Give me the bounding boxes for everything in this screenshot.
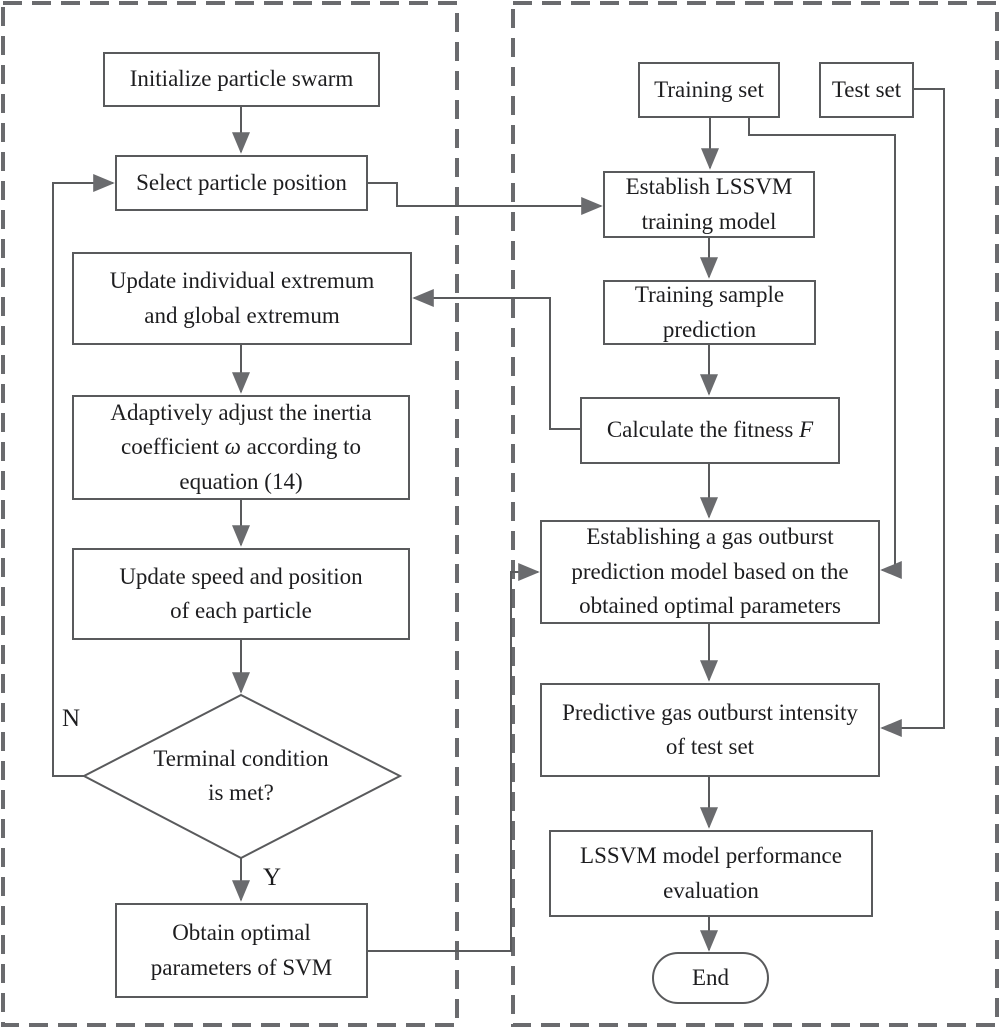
node-establish-lssvm-model: Establish LSSVM training model	[603, 171, 815, 238]
node-label-line: of each particle	[170, 598, 312, 623]
node-label-line: Terminal condition	[153, 745, 329, 771]
node-establishing-outburst-model: Establishing a gas outburst prediction m…	[540, 520, 880, 624]
node-obtain-optimal-parameters: Obtain optimal parameters of SVM	[115, 903, 368, 998]
node-label-line: is met?	[208, 780, 274, 805]
terminal-condition-diamond	[81, 693, 403, 860]
node-label: End	[691, 964, 730, 990]
node-label-line: prediction	[662, 316, 757, 342]
node-lssvm-performance-evaluation: LSSVM model performance evaluation	[549, 830, 873, 917]
branch-label-text: N	[62, 705, 81, 732]
connector-obtain-to-establishing	[368, 563, 540, 952]
node-label-line: Update speed and position	[119, 563, 363, 589]
node-label-line: Calculate the fitness F	[607, 413, 813, 448]
end-terminator-shape	[652, 952, 769, 1004]
node-label-line: obtained optimal parameters	[579, 593, 841, 619]
node-label: Training set	[654, 76, 764, 102]
node-update-speed-position: Update speed and position of each partic…	[72, 548, 410, 640]
lssvm-panel-dashed-border	[511, 1, 999, 1027]
node-label-line: LSSVM model performance	[580, 843, 842, 868]
branch-label-text: Y	[263, 864, 282, 891]
node-test-set: Test set	[819, 62, 914, 118]
node-label-line: parameters of SVM	[150, 954, 333, 980]
node-label-line: and global extremum	[144, 302, 340, 328]
node-label-line: evaluation	[663, 877, 759, 903]
node-label: Initialize particle swarm	[129, 66, 354, 92]
node-label-line: Predictive gas outburst intensity	[562, 699, 858, 725]
node-calculate-fitness: Calculate the fitness F	[580, 397, 840, 464]
end-terminator-label: End	[653, 953, 768, 1003]
node-training-set: Training set	[638, 62, 780, 118]
node-label: Select particle position	[136, 169, 347, 195]
pso-panel-dashed-border	[1, 1, 459, 1027]
node-label-line: Update individual extremum	[109, 268, 375, 293]
connector-terminal-no-loop-to-select	[52, 174, 115, 777]
connector-training-set-to-establishing	[748, 118, 902, 579]
node-adaptive-inertia: Adaptively adjust the inertia coefficien…	[72, 395, 410, 500]
node-initialize-particle-swarm: Initialize particle swarm	[103, 52, 380, 107]
terminal-condition-label: Terminal condition is met?	[131, 731, 351, 821]
node-select-particle-position: Select particle position	[115, 155, 368, 211]
connector-select-to-establish	[368, 182, 603, 215]
node-label-line: coefficient ω according to	[121, 430, 361, 465]
node-predictive-outburst-intensity: Predictive gas outburst intensity of tes…	[540, 683, 880, 777]
omega-symbol: ω	[224, 434, 241, 460]
node-label-line: prediction model based on the	[571, 558, 849, 584]
node-label-line: Establish LSSVM	[625, 174, 793, 199]
node-label-line: Adaptively adjust the inertia	[110, 399, 372, 425]
node-label-line: of test set	[665, 734, 755, 759]
node-label-part: coefficient	[121, 434, 225, 460]
node-label-line: equation (14)	[179, 468, 303, 494]
connector-fitness-to-update-extremum	[412, 289, 580, 430]
branch-label-no: N	[62, 706, 80, 731]
node-update-extremum: Update individual extremum and global ex…	[72, 252, 412, 345]
node-label-part: Calculate the fitness	[606, 417, 800, 443]
branch-label-yes: Y	[263, 865, 281, 890]
node-training-sample-prediction: Training sample prediction	[603, 280, 816, 345]
connector-test-set-to-predictive	[880, 88, 945, 737]
node-label-line: training model	[641, 208, 777, 234]
node-label-part: according to	[240, 434, 361, 460]
node-label-line: Training sample	[634, 282, 785, 307]
fitness-f-symbol: F	[799, 417, 814, 443]
node-label: Test set	[831, 76, 902, 102]
node-label-line: Obtain optimal	[172, 920, 311, 945]
node-label-line: Establishing a gas outburst	[586, 524, 834, 550]
